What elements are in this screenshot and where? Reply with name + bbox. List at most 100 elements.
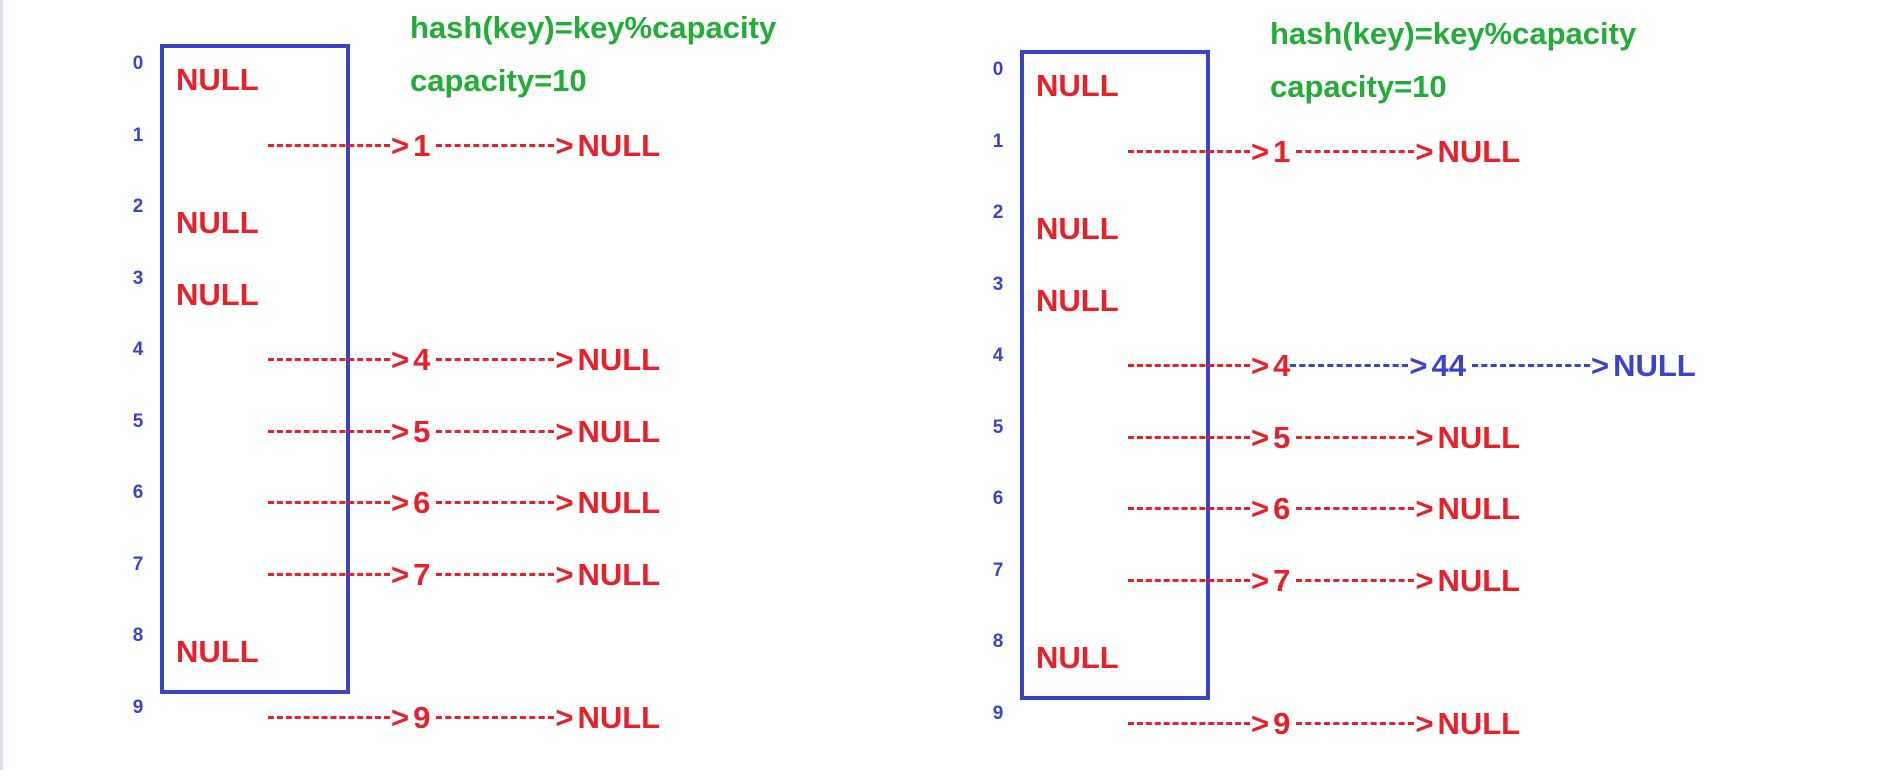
link-arrow (1296, 578, 1415, 582)
left-edge-border (0, 0, 3, 770)
arrow-head: > (1251, 133, 1270, 169)
chain-node-value: 4 (1273, 348, 1291, 383)
empty-bucket-null: NULL (176, 205, 259, 240)
bucket-array (160, 44, 350, 694)
bucket-index: 5 (132, 410, 144, 432)
link-arrow (268, 429, 390, 433)
bucket-index: 3 (992, 273, 1004, 295)
chain-tail-null: NULL (577, 342, 661, 377)
arrow-head: > (555, 699, 574, 735)
bucket-index: 6 (132, 482, 144, 503)
chain-node-value: 1 (413, 127, 431, 163)
bucket-chain: >9>NULL (268, 702, 660, 733)
link-arrow (268, 572, 390, 576)
link-arrow (1296, 507, 1415, 511)
chain-node-value: 5 (1273, 419, 1291, 455)
chain-node-value: 7 (1273, 562, 1291, 598)
bucket-index: 9 (132, 696, 144, 718)
link-arrow (268, 501, 390, 505)
chain-tail-null: NULL (1437, 491, 1521, 526)
empty-bucket-null: NULL (176, 276, 259, 312)
link-arrow (268, 715, 390, 719)
capacity-label: capacity=10 (1270, 69, 1447, 104)
bucket-index: 9 (992, 702, 1004, 724)
arrow-head: > (555, 413, 574, 449)
arrow-head: > (391, 485, 410, 520)
link-arrow (436, 143, 555, 147)
bucket-index: 7 (132, 553, 144, 575)
chain-node-value: 7 (413, 556, 431, 592)
arrow-head: > (391, 413, 410, 449)
arrow-head: > (1409, 348, 1428, 383)
link-arrow (268, 358, 390, 362)
bucket-chain: >4>NULL (268, 344, 660, 375)
chain-node-value: 9 (413, 699, 431, 735)
chain-tail-null: NULL (577, 485, 661, 520)
arrow-head: > (1251, 348, 1270, 383)
chain-node-value: 6 (413, 485, 431, 520)
chain-node-value: 1 (1273, 133, 1291, 169)
arrow-head: > (1251, 491, 1270, 526)
bucket-chain: >9>NULL (1128, 708, 1520, 739)
link-arrow (436, 429, 555, 433)
link-arrow (268, 143, 390, 147)
bucket-chain: >7>NULL (268, 559, 660, 590)
empty-bucket-null: NULL (1036, 68, 1119, 103)
empty-bucket-null: NULL (1036, 282, 1119, 318)
empty-bucket-null: NULL (1036, 211, 1119, 246)
arrow-head: > (1415, 705, 1434, 741)
bucket-index: 1 (992, 130, 1004, 152)
arrow-head: > (555, 127, 574, 163)
empty-bucket-null: NULL (1036, 640, 1119, 675)
bucket-chain: >6>NULL (1128, 493, 1520, 524)
chain-tail-null: NULL (1437, 562, 1521, 598)
chain-node-value: 44 (1431, 348, 1466, 383)
hash-formula: hash(key)=key%capacity (410, 10, 777, 45)
bucket-chain: >1>NULL (268, 130, 660, 161)
bucket-index: 4 (992, 345, 1004, 366)
bucket-chain: >4>44>NULL (1128, 350, 1696, 381)
empty-bucket-null: NULL (176, 634, 259, 669)
bucket-index: 2 (992, 202, 1004, 223)
link-arrow (436, 501, 555, 505)
chain-tail-null: NULL (577, 556, 661, 592)
bucket-index: 1 (132, 124, 144, 146)
chain-node-value: 9 (1273, 705, 1291, 741)
arrow-head: > (391, 699, 410, 735)
arrow-head: > (555, 485, 574, 520)
link-arrow (1128, 364, 1250, 368)
chain-tail-null: NULL (577, 413, 661, 449)
arrow-head: > (1415, 133, 1434, 169)
bucket-array (1020, 50, 1210, 700)
arrow-head: > (391, 127, 410, 163)
arrow-head: > (391, 342, 410, 377)
bucket-index: 8 (132, 625, 144, 646)
link-arrow (1296, 721, 1415, 725)
arrow-head: > (391, 556, 410, 592)
bucket-index: 4 (132, 339, 144, 360)
link-arrow (1296, 435, 1415, 439)
link-arrow (1128, 435, 1250, 439)
chain-node-value: 6 (1273, 491, 1291, 526)
arrow-head: > (1251, 705, 1270, 741)
bucket-index: 2 (132, 196, 144, 217)
link-arrow (1471, 364, 1590, 368)
bucket-index: 5 (992, 416, 1004, 438)
link-arrow (436, 572, 555, 576)
link-arrow (1290, 364, 1409, 368)
chain-tail-null: NULL (1437, 705, 1521, 741)
arrow-head: > (555, 342, 574, 377)
link-arrow (1296, 149, 1415, 153)
arrow-head: > (1415, 562, 1434, 598)
chain-node-value: 5 (413, 413, 431, 449)
arrow-head: > (1251, 562, 1270, 598)
bucket-index: 7 (992, 559, 1004, 581)
arrow-head: > (1415, 419, 1434, 455)
arrow-head: > (1590, 348, 1610, 383)
empty-bucket-null: NULL (176, 62, 259, 97)
bucket-index: 8 (992, 631, 1004, 652)
bucket-index: 0 (132, 53, 144, 74)
capacity-label: capacity=10 (410, 63, 587, 98)
